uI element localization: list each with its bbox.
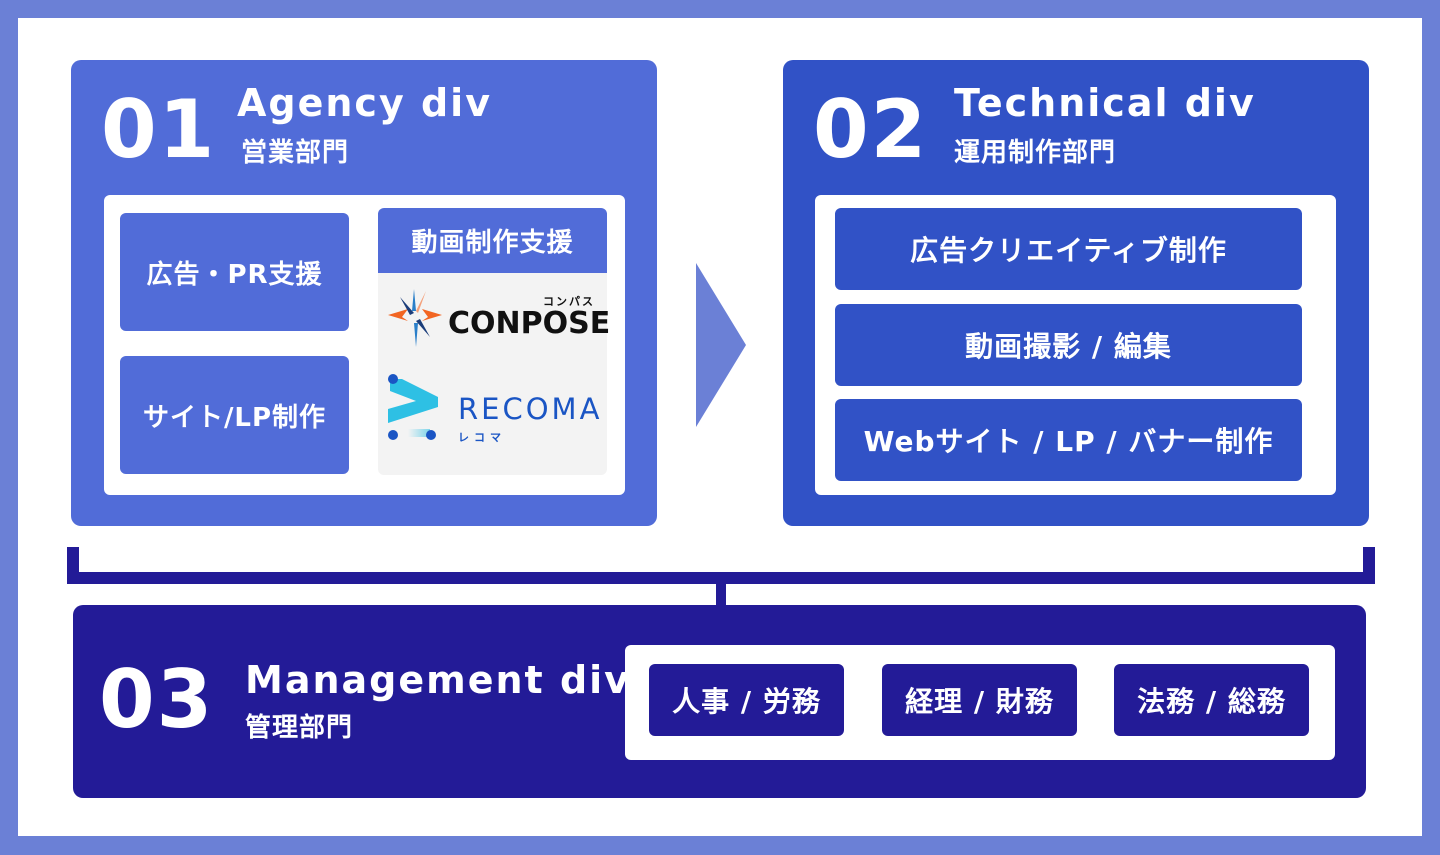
compass-star-icon bbox=[388, 289, 442, 347]
tree-connector-vertical bbox=[716, 584, 726, 606]
service-box: 人事 / 労務 bbox=[649, 664, 844, 736]
division-title-en: Technical div bbox=[954, 81, 1256, 125]
chevron-dots-icon bbox=[388, 374, 438, 440]
service-box: 広告・PR支援 bbox=[120, 213, 349, 331]
division-number: 01 bbox=[101, 83, 217, 176]
technical-division-panel: 02 Technical div 運用制作部門 広告クリエイティブ制作 動画撮影… bbox=[783, 60, 1369, 526]
service-box: 経理 / 財務 bbox=[882, 664, 1077, 736]
recoma-logo-text: RECOMA bbox=[458, 392, 603, 426]
management-services-container: 人事 / 労務 経理 / 財務 法務 / 総務 bbox=[625, 645, 1335, 760]
agency-division-panel: 01 Agency div 営業部門 広告・PR支援 サイト/LP制作 動画制作… bbox=[71, 60, 657, 526]
division-number: 02 bbox=[813, 83, 929, 176]
conpose-logo-text: CONPOSE bbox=[448, 306, 611, 341]
right-arrow-icon bbox=[696, 263, 746, 427]
division-title-ja: 営業部門 bbox=[241, 138, 350, 168]
conpose-kana: コンパス bbox=[543, 295, 595, 308]
agency-services-container: 広告・PR支援 サイト/LP制作 動画制作支援 コンパス CONPOSE bbox=[104, 195, 625, 495]
service-box: 法務 / 総務 bbox=[1114, 664, 1309, 736]
division-title-ja: 運用制作部門 bbox=[954, 138, 1117, 168]
video-support-logos: コンパス CONPOSE RECOMA レコマ bbox=[378, 273, 611, 475]
division-title-ja: 管理部門 bbox=[245, 713, 354, 743]
service-box: サイト/LP制作 bbox=[120, 356, 349, 474]
division-title-en: Agency div bbox=[237, 81, 492, 125]
division-number: 03 bbox=[99, 653, 215, 746]
video-support-header: 動画制作支援 bbox=[378, 208, 607, 273]
service-box: Webサイト / LP / バナー制作 bbox=[835, 399, 1302, 481]
division-title-en: Management div bbox=[245, 658, 631, 702]
tree-connector-horizontal bbox=[67, 572, 1375, 584]
technical-services-container: 広告クリエイティブ制作 動画撮影 / 編集 Webサイト / LP / バナー制… bbox=[815, 195, 1336, 495]
service-box: 広告クリエイティブ制作 bbox=[835, 208, 1302, 290]
recoma-kana: レコマ bbox=[458, 431, 506, 444]
service-box: 動画撮影 / 編集 bbox=[835, 304, 1302, 386]
management-division-panel: 03 Management div 管理部門 人事 / 労務 経理 / 財務 法… bbox=[73, 605, 1366, 798]
